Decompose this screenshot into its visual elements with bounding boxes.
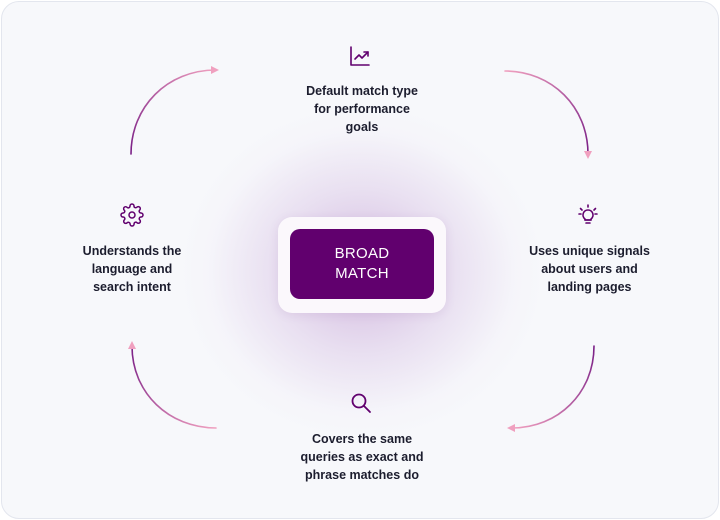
node-left-line: Understands the <box>82 244 182 258</box>
arrowhead-top-right <box>584 151 592 159</box>
node-bottom-line: Covers the same <box>311 432 413 446</box>
center-title-line: MATCH <box>335 265 389 282</box>
gear-icon <box>120 203 144 227</box>
arrowhead-bottom-left <box>128 341 136 349</box>
node-left-text: Understands the language and search inte… <box>57 242 207 296</box>
node-top-line: for performance <box>314 102 410 116</box>
arrowhead-bottom-right <box>507 424 515 432</box>
node-bottom-text: Covers the same queries as exact and phr… <box>277 430 447 484</box>
node-left-line: language and <box>91 262 173 276</box>
node-top-text: Default match type for performance goals <box>282 82 442 136</box>
center-badge: BROAD MATCH <box>290 229 434 299</box>
search-icon <box>349 391 373 415</box>
node-left-line: search intent <box>93 280 171 294</box>
trending-up-chart-icon <box>348 44 372 68</box>
node-right-line: Uses unique signals <box>529 244 650 258</box>
node-bottom-line: queries as exact and <box>300 450 424 464</box>
node-right-line: landing pages <box>547 280 632 294</box>
node-top-line: Default match type <box>306 84 418 98</box>
center-title-line: BROAD <box>334 245 390 262</box>
node-bottom-line: phrase matches do <box>305 468 419 482</box>
arc-bottom-left <box>131 345 217 429</box>
node-right-line: about users and <box>541 262 638 276</box>
arrowhead-top-left <box>211 66 219 74</box>
lightbulb-icon <box>576 203 600 227</box>
arc-top-left <box>130 69 217 155</box>
node-right-text: Uses unique signals about users and land… <box>507 242 672 296</box>
center-frame: BROAD MATCH <box>278 217 446 313</box>
node-top-line: goals <box>345 120 379 134</box>
arc-top-right <box>504 70 589 155</box>
arc-bottom-right <box>511 345 595 429</box>
